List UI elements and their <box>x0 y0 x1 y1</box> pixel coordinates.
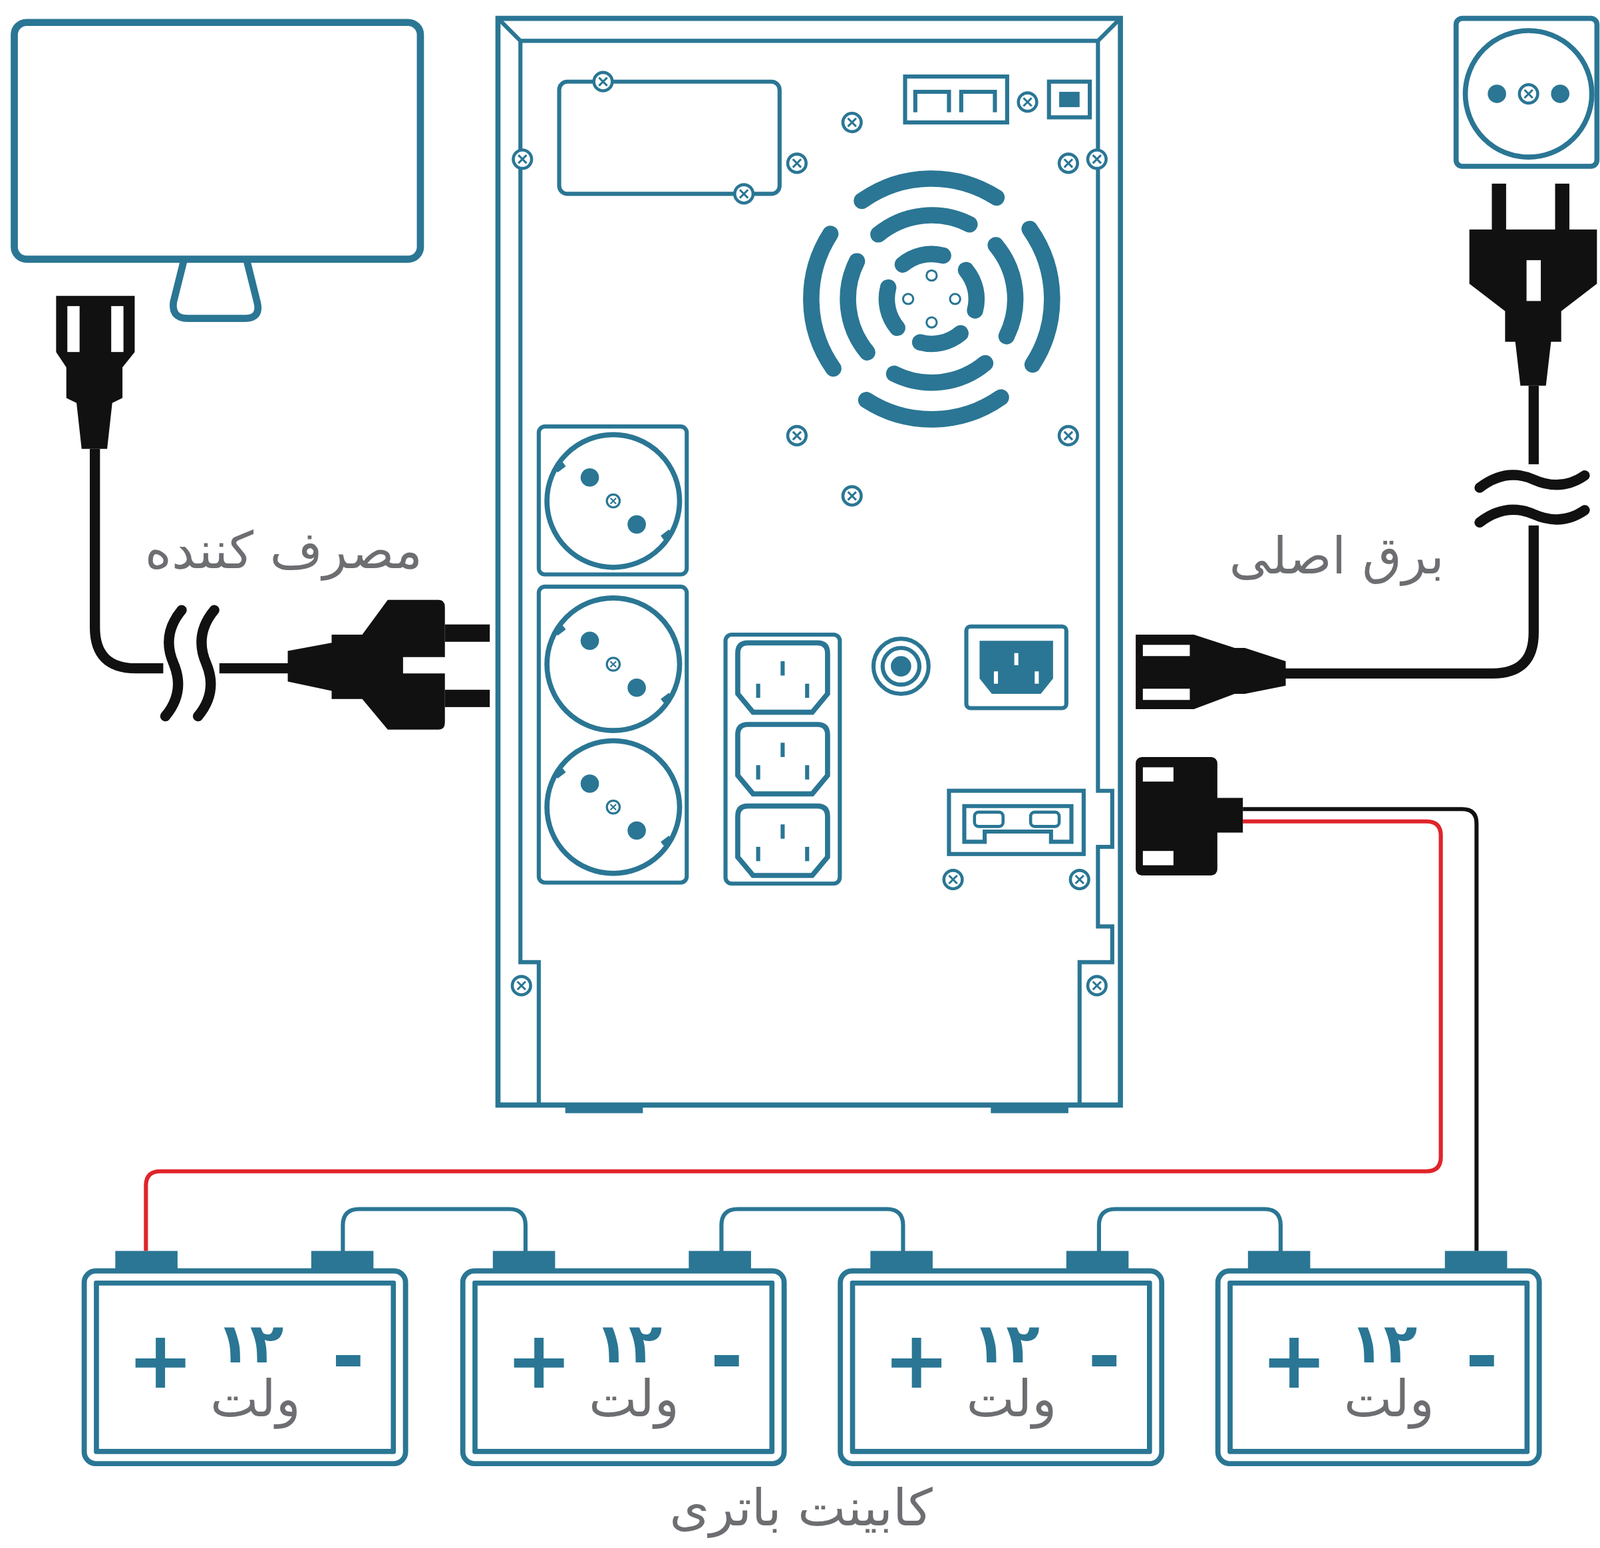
voltage-number: ۱۲ <box>594 1316 662 1372</box>
series-wire <box>721 1209 903 1269</box>
battery-box: ۱۲ولت + - <box>460 1268 788 1467</box>
voltage-number: ۱۲ <box>1349 1316 1418 1372</box>
battery-cabinet-label: کابینت باتری <box>669 1477 933 1539</box>
mains-label: برق اصلی <box>1228 525 1444 587</box>
battery-box: ۱۲ولت + - <box>81 1268 409 1467</box>
minus-sign: - <box>331 1316 365 1397</box>
volt-unit: ولت <box>588 1373 680 1425</box>
voltage-number: ۱۲ <box>216 1316 284 1372</box>
minus-sign: - <box>1087 1316 1121 1397</box>
consumer-label: مصرف کننده <box>145 520 423 582</box>
plus-sign: + <box>1260 1320 1328 1401</box>
minus-sign: - <box>710 1316 744 1397</box>
plus-sign: + <box>505 1320 573 1401</box>
volt-unit: ولت <box>966 1373 1058 1425</box>
plus-sign: + <box>127 1320 194 1401</box>
series-wire <box>342 1209 526 1269</box>
minus-sign: - <box>1465 1316 1499 1397</box>
voltage-number: ۱۲ <box>972 1316 1040 1372</box>
plus-sign: + <box>883 1320 951 1401</box>
series-wire <box>1099 1209 1281 1269</box>
battery-box: ۱۲ولت + - <box>1215 1268 1543 1467</box>
volt-unit: ولت <box>210 1373 301 1425</box>
battery-box: ۱۲ولت + - <box>837 1268 1165 1467</box>
volt-unit: ولت <box>1343 1373 1435 1425</box>
